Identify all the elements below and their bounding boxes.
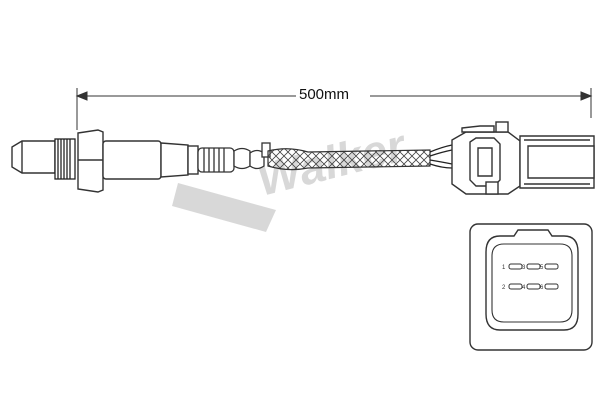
pin-label: 2 — [502, 285, 506, 291]
braided-cable — [267, 148, 431, 171]
sensor-thread — [54, 138, 76, 180]
pin-label: 3 — [522, 265, 526, 271]
sensor-probe-tip — [11, 140, 56, 174]
length-dimension-label: 500mm — [296, 86, 353, 103]
pin-label: 4 — [522, 285, 526, 291]
sensor-hex-nut — [77, 129, 104, 193]
dimension-line — [75, 88, 593, 130]
crimp-sleeve — [197, 147, 235, 173]
connector-plug — [451, 121, 595, 195]
connector-pinout-detail: 1 3 5 2 4 6 — [469, 223, 593, 351]
pin-label: 5 — [540, 265, 544, 271]
pin-slots — [508, 263, 559, 290]
pin-label: 1 — [502, 265, 506, 271]
cable-wires — [429, 144, 453, 169]
sensor-body — [102, 140, 199, 180]
walker-watermark-logo: Walker — [172, 118, 412, 232]
pin-label: 6 — [540, 285, 544, 291]
cable-grommet — [233, 142, 271, 170]
